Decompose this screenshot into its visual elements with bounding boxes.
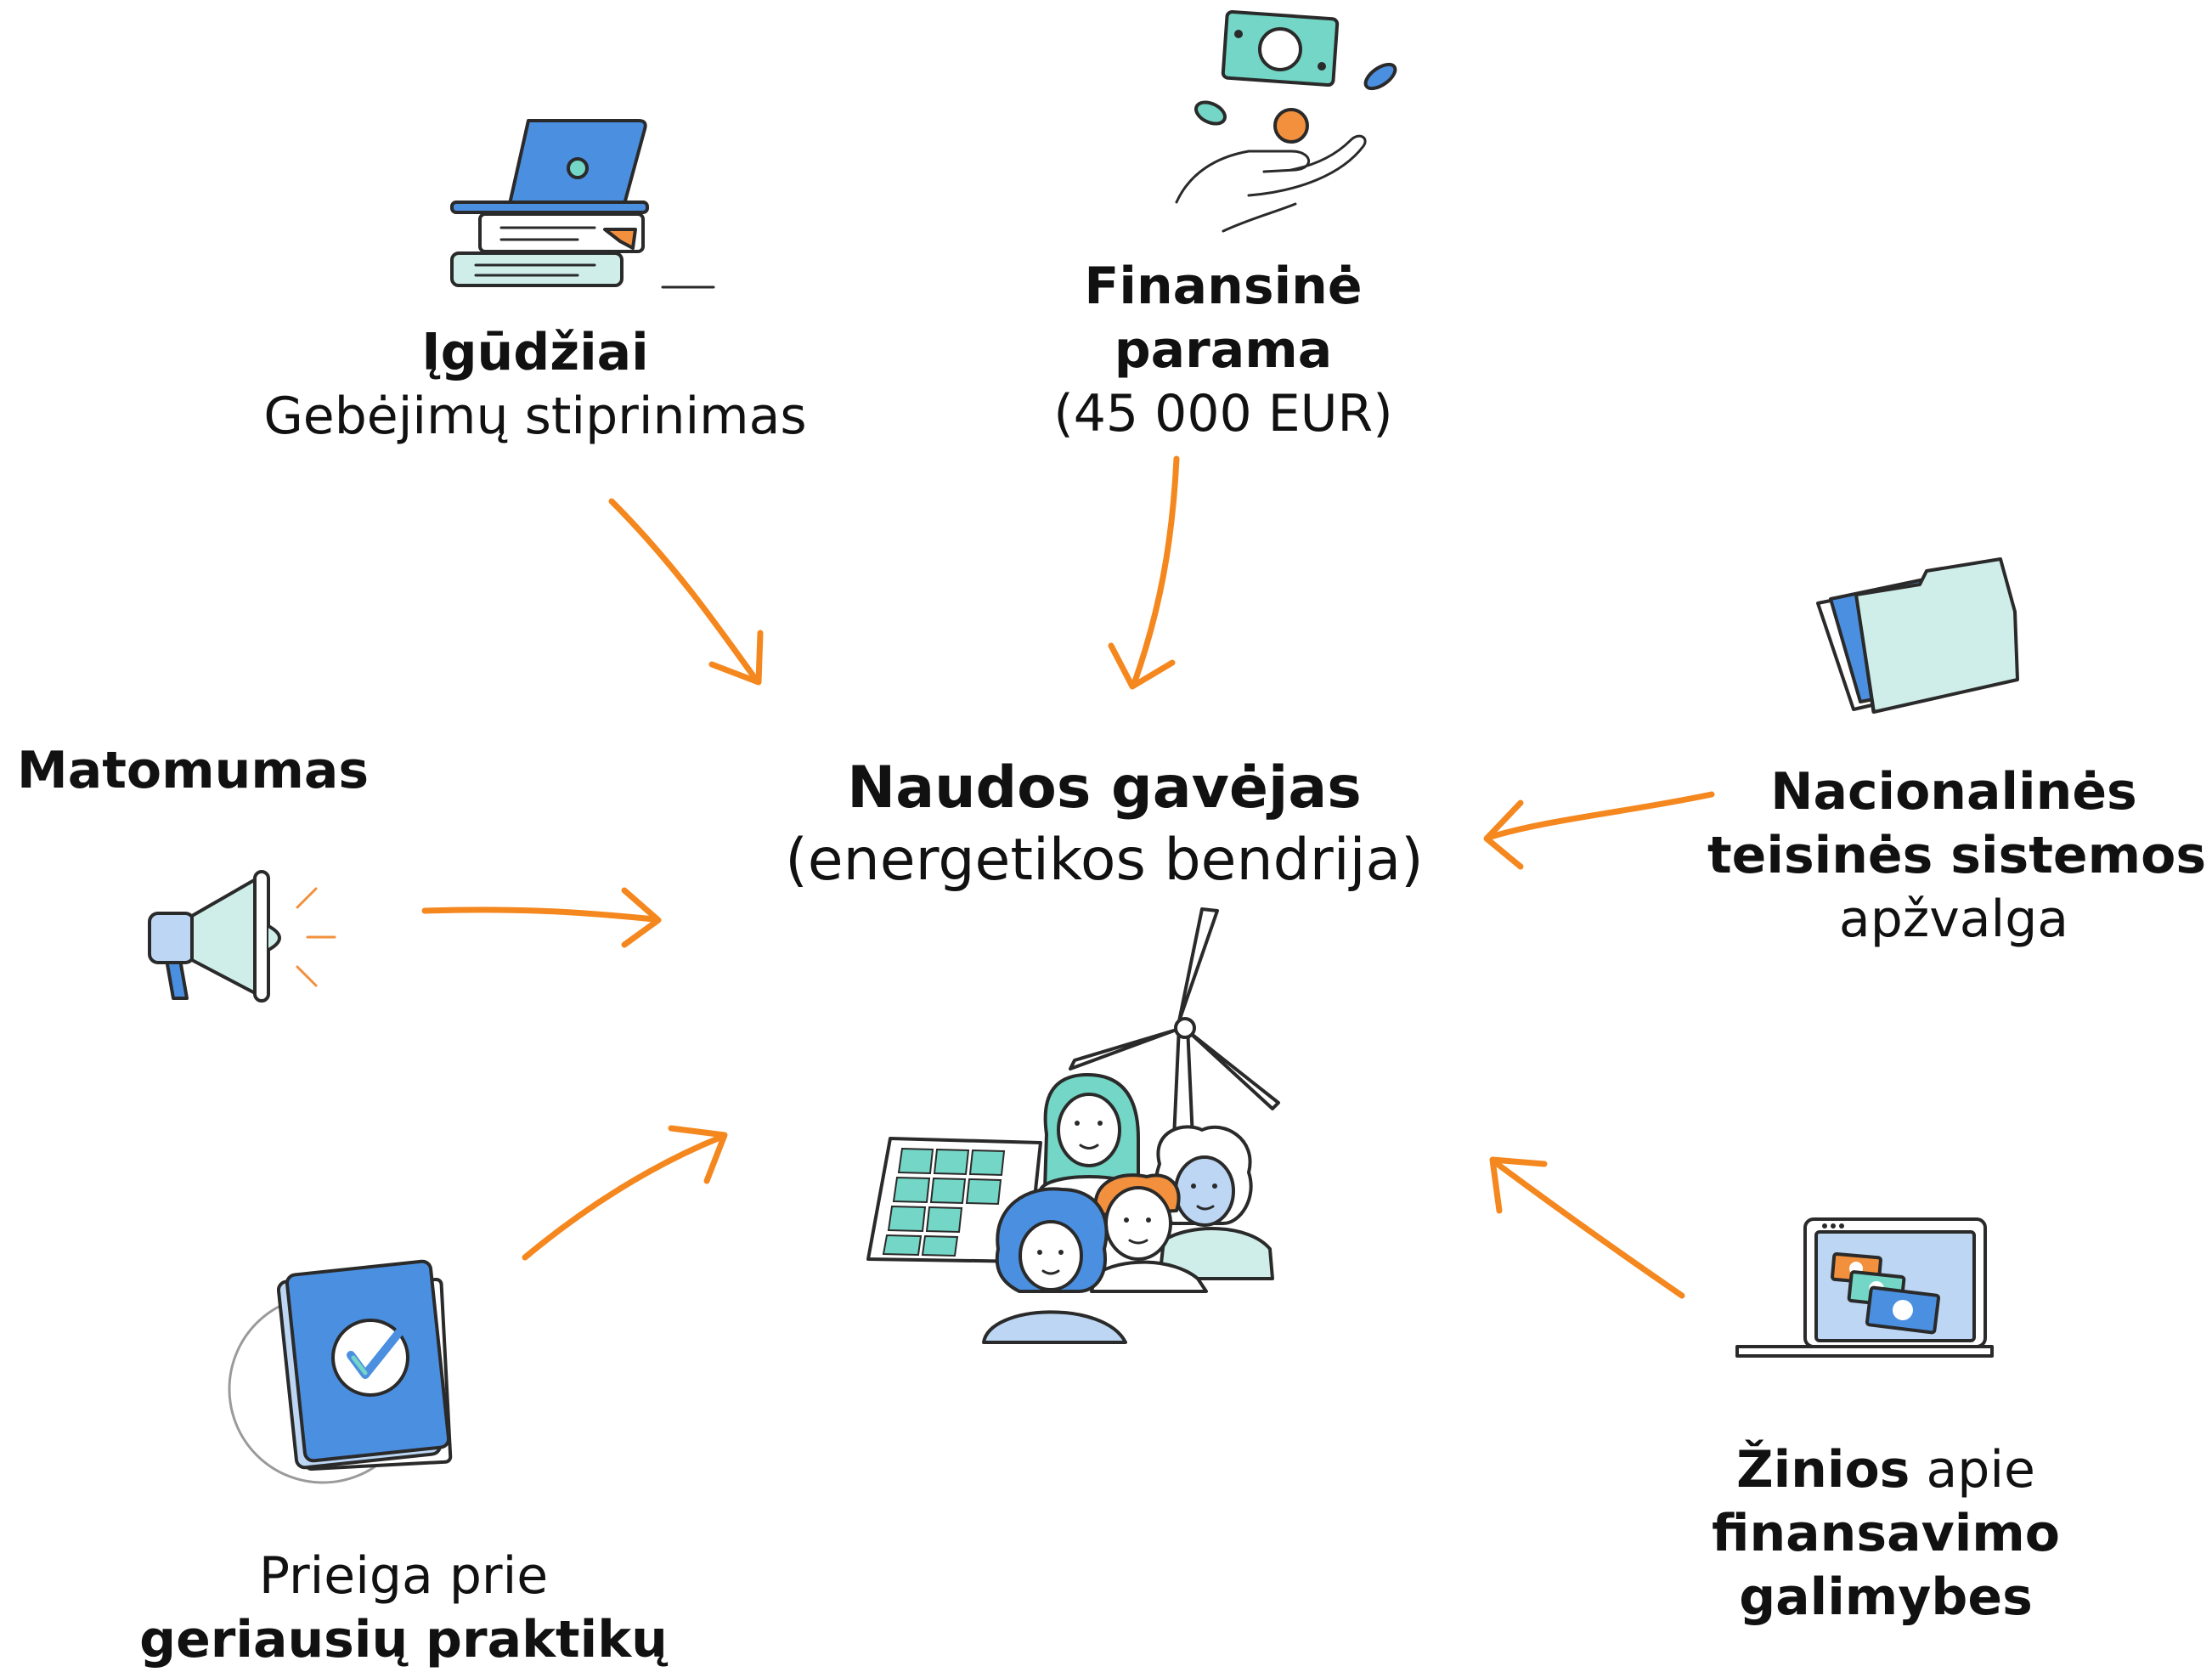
practices-line2: geriausių praktikų <box>139 1610 668 1669</box>
finance-title-line1: Finansinė <box>1084 257 1363 316</box>
megaphone-icon <box>148 870 336 1003</box>
center-subtitle: (energetikos bendrija) <box>785 827 1424 894</box>
funding-line2: finansavimo <box>1711 1504 2060 1563</box>
practices-line1: Prieiga prie <box>258 1546 549 1606</box>
solar-panel-icon <box>866 1137 1042 1263</box>
funding-line1: Žinios apie <box>1648 1438 2124 1502</box>
legal-label: Nacionalinės teisinės sistemos apžvalga <box>1707 760 2207 952</box>
checkmark-book-icon <box>228 1259 453 1484</box>
legal-line1: Nacionalinės <box>1770 762 2137 822</box>
funding-bold: Žinios <box>1736 1440 1910 1500</box>
center-label: Naudos gavėjas (energetikos bendrija) <box>731 752 1478 896</box>
laptop-money-icon <box>1735 1217 1994 1358</box>
finance-label: Finansinė parama (45 000 EUR) <box>968 255 1478 446</box>
person-blue-hair <box>982 1187 1127 1344</box>
visibility-label: Matomumas <box>17 739 391 803</box>
funding-line3: galimybes <box>1739 1568 2033 1627</box>
arrow-legal-to-center <box>1483 791 1715 870</box>
community-illustration <box>866 907 1280 1344</box>
arrow-finance-to-center <box>1108 455 1180 690</box>
arrow-practices-to-center <box>522 1125 728 1261</box>
skills-title: Įgūdžiai <box>421 323 649 382</box>
arrow-visibility-to-center <box>421 887 662 948</box>
arrow-skills-to-center <box>608 498 764 686</box>
legal-line2: teisinės sistemos <box>1707 826 2207 885</box>
skills-subtitle: Gebėjimų stiprinimas <box>263 387 807 446</box>
center-title: Naudos gavėjas <box>847 754 1362 822</box>
finance-title-line2: parama <box>1114 320 1333 380</box>
hand-money-icon <box>1175 9 1397 233</box>
visibility-title: Matomumas <box>17 741 370 800</box>
funding-label: Žinios apie finansavimo galimybes <box>1648 1438 2124 1630</box>
finance-amount: (45 000 EUR) <box>1053 384 1393 443</box>
person-orange-hair <box>1090 1173 1208 1293</box>
arrow-funding-to-center <box>1489 1156 1685 1299</box>
folder-icon <box>1816 557 2019 714</box>
skills-label: Įgūdžiai Gebėjimų stiprinimas <box>238 321 832 449</box>
legal-line3: apžvalga <box>1838 890 2069 949</box>
practices-label: Prieiga prie geriausių praktikų <box>110 1545 697 1672</box>
laptop-books-icon <box>450 119 715 289</box>
funding-normal: apie <box>1910 1440 2035 1500</box>
